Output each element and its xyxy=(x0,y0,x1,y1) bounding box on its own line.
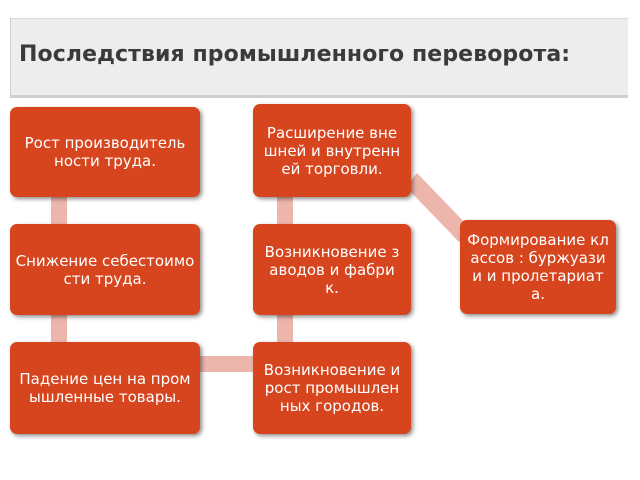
title-underline xyxy=(11,95,628,98)
connector-b6-b5 xyxy=(277,314,293,344)
node-label: Снижение себестоимости труда. xyxy=(15,251,195,288)
node-label: Возникновение заводов и фабрик. xyxy=(264,242,400,297)
node-label: Падение цен на промышленные товары. xyxy=(19,370,191,406)
node-price-drop: Падение цен на промышленные товары. xyxy=(10,342,200,434)
title-bar: Последствия промышленного переворота: xyxy=(10,18,628,98)
node-industrial-cities: Возникновение и рост промышленных городо… xyxy=(253,342,411,434)
node-label: Рост производительности труда. xyxy=(24,134,186,170)
node-trade-expansion: Расширение внешней и внутренней торговли… xyxy=(253,104,411,197)
node-class-formation: Формирование классов : буржуазии и проле… xyxy=(460,220,616,314)
node-label: Возникновение и рост промышленных городо… xyxy=(263,361,401,415)
connector-b3-b6 xyxy=(199,356,255,372)
node-productivity-growth: Рост производительности труда. xyxy=(10,107,200,197)
node-label: Расширение внешней и внутренней торговли… xyxy=(263,123,401,178)
node-factories: Возникновение заводов и фабрик. xyxy=(253,224,411,315)
node-label: Формирование классов : буржуазии и проле… xyxy=(467,231,609,303)
connector-b1-b2 xyxy=(51,196,67,226)
connector-b4-b7 xyxy=(406,173,470,242)
page-title: Последствия промышленного переворота: xyxy=(19,42,571,67)
node-cost-reduction: Снижение себестоимости труда. xyxy=(10,224,200,315)
connector-b5-b4 xyxy=(277,196,293,226)
connector-b2-b3 xyxy=(51,314,67,344)
